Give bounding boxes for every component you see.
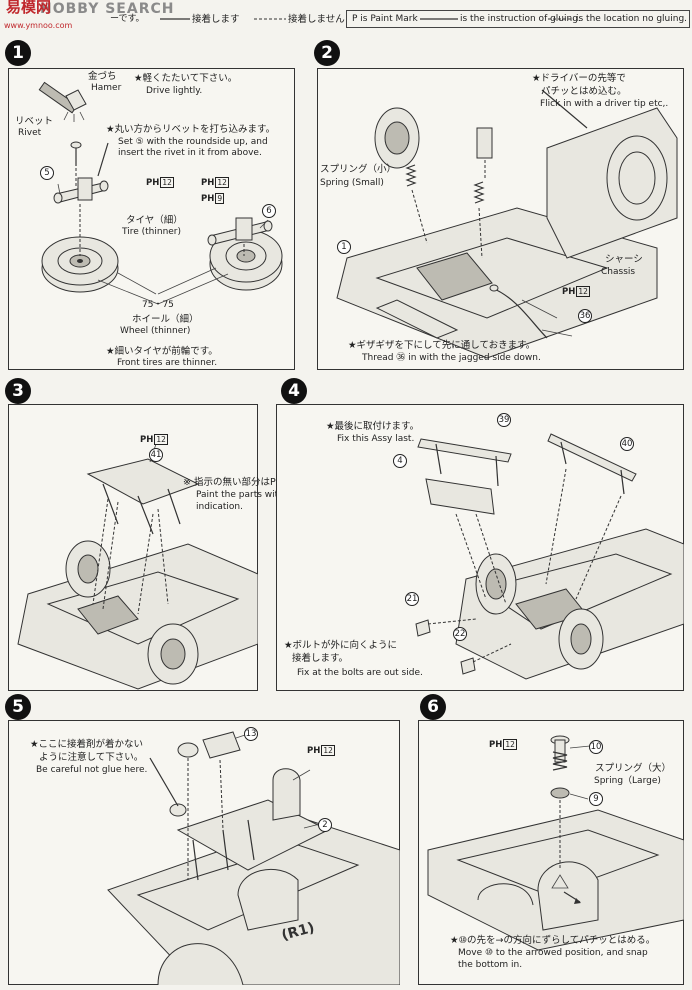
wheel-label-en: Wheel (thinner)	[120, 326, 191, 336]
rivet-icon	[70, 141, 82, 186]
step6-note-en-a: Move ⑩ to the arrowed position, and snap	[458, 948, 648, 958]
spring-small-ja: スプリング（小）	[320, 164, 397, 175]
legend-partial: ーです。	[110, 14, 145, 24]
step3-note-en-b: indication.	[196, 502, 243, 512]
glue-line-en-icon	[420, 18, 458, 20]
step3-note-ja: ※ 指示の無い部分はPH⑫で塗装します。	[183, 477, 358, 488]
step-3-illustration	[17, 443, 258, 690]
step-6-illustration	[427, 735, 684, 951]
site-logo: 易模网	[6, 0, 52, 16]
glue-line-icon	[160, 18, 190, 20]
step1-note2-en-a: Set ⑤ with the roundside up, and	[118, 137, 268, 147]
part-39-bar	[417, 438, 512, 487]
axle-part-6	[207, 217, 273, 246]
step2-note2-ja: ★ギザギザを下にして先に通しておきます。	[348, 340, 536, 351]
step4-note1-ja: ★最後に取付けます。	[326, 421, 420, 432]
wheel-label-ja: ホイール（細）	[132, 314, 199, 325]
no-glue-line-icon	[254, 18, 286, 20]
step-1-illustration	[38, 81, 283, 305]
hammer-label-ja: 金づち	[88, 71, 117, 82]
header-bar: HOBBY SEARCH 易模网 www.ymnoo.com ーです。 接着しま…	[0, 0, 692, 34]
step2-note1-ja-b: パチッとはめ込む。	[541, 86, 627, 97]
no-glue-line-en-icon	[548, 18, 574, 20]
chassis-label-en: Chassis	[601, 267, 636, 277]
part-40-bar	[547, 433, 637, 495]
step-4-number: 4	[281, 378, 307, 404]
right-wheel	[209, 229, 283, 291]
chassis-label-ja: シャーシ	[605, 254, 643, 265]
step-6-number: 6	[420, 694, 446, 720]
tire-label-en: Tire (thinner)	[122, 227, 182, 237]
step5-note-ja-b: ように注意して下さい。	[39, 752, 144, 763]
step1-note1-ja: ★軽くたたいて下さい。	[134, 73, 238, 84]
spring-small-en: Spring (Small)	[320, 178, 384, 188]
part-41-bracket	[86, 458, 200, 535]
spring-large-en: Spring（Large)	[594, 776, 661, 786]
step2-note1-ja-a: ★ドライバーの先等で	[532, 73, 626, 84]
part-40-callout: 40	[620, 437, 634, 451]
wheel-parts-callout: 75・75	[142, 300, 174, 310]
legend-en-box	[346, 10, 690, 28]
part-21-callout: 21	[405, 592, 419, 606]
axle-part-5	[53, 177, 109, 204]
step1-note2-en-b: insert the rivet in it from above.	[118, 148, 262, 158]
step1-note3-en: Front tires are thinner.	[117, 358, 218, 368]
step-2-number: 2	[314, 40, 340, 66]
step-3-number: 3	[5, 378, 31, 404]
legend-no-glue-en: is the location no gluing.	[576, 14, 688, 24]
step-5-illustration: (R1)	[107, 731, 400, 985]
step6-note-en-b: the bottom in.	[458, 960, 523, 970]
part-2-callout: 2	[318, 818, 332, 832]
part-9-callout: 9	[589, 792, 603, 806]
step4-note2-ja-b: 接着します。	[292, 653, 349, 664]
step1-note2-ja: ★丸い方からリベットを打ち込みます。	[106, 124, 276, 135]
left-wheel	[41, 236, 119, 293]
hammer-label-en: Hamer	[91, 83, 122, 93]
spring-small-left	[405, 164, 417, 187]
step4-note1-en: Fix this Assy last.	[337, 434, 415, 444]
step-2-illustration	[336, 89, 678, 359]
part-4-callout: 4	[393, 454, 407, 468]
step1-note3-ja: ★細いタイヤが前輪です。	[106, 346, 218, 357]
spring-large-ja: スプリング（大）	[595, 763, 672, 774]
part-5-callout: 5	[40, 166, 54, 180]
legend-glue: 接着します	[192, 14, 240, 25]
step-4-illustration	[415, 433, 684, 680]
step5-note-ja-a: ★ここに接着剤が着かない	[30, 739, 144, 750]
watermark: HOBBY SEARCH	[40, 1, 175, 17]
step6-note-ja: ★⑩の先を→の方向にずらしてパチッとはめる。	[450, 935, 656, 946]
tire-label-ja: タイヤ（細）	[126, 215, 183, 226]
site-url: www.ymnoo.com	[4, 21, 73, 30]
legend-glue-en: is the instruction of gluing.	[460, 14, 581, 24]
part-13-callout: 13	[244, 727, 258, 741]
rivet-label-ja: リベット	[15, 116, 54, 127]
step2-note1-en: Flick in with a driver tip etc,.	[540, 99, 669, 109]
part-39-callout: 39	[497, 413, 511, 427]
part-22-callout: 22	[453, 627, 467, 641]
part-10-callout: 10	[589, 740, 603, 754]
step2-note2-en: Thread ㊱ in with the jagged side down.	[362, 353, 541, 363]
step-1-number: 1	[5, 40, 31, 66]
legend-no-glue: 接着しません	[288, 14, 345, 25]
step5-note-en: Be careful not glue here.	[36, 765, 148, 775]
legend-paint-mark: P is Paint Mark	[352, 14, 418, 24]
part-6-callout: 6	[262, 204, 276, 218]
part-36-callout: 36	[578, 309, 592, 323]
part-1-callout: 1	[337, 240, 351, 254]
step4-note2-ja-a: ★ボルトが外に向くように	[284, 640, 398, 651]
spring-small-right	[473, 181, 485, 204]
step1-note1-en: Drive lightly.	[146, 86, 203, 96]
step4-note2-en: Fix at the bolts are out side.	[297, 668, 423, 678]
part-41-callout: 41	[149, 448, 163, 462]
step-5-number: 5	[5, 694, 31, 720]
rivet-label-en: Rivet	[18, 128, 42, 138]
hammer-icon	[38, 81, 87, 122]
